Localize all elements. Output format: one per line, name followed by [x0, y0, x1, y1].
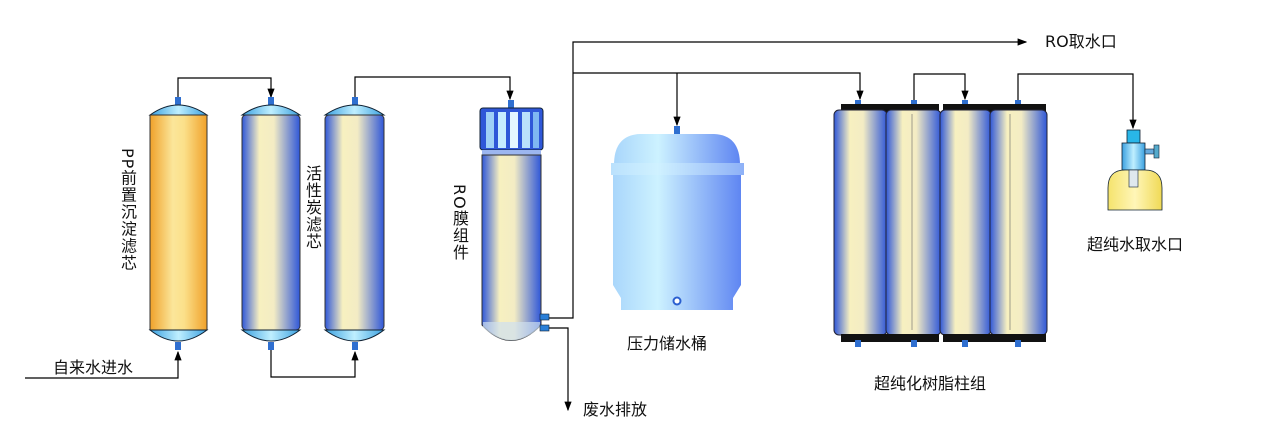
pipe-ro-product	[548, 38, 1028, 319]
resin-columns-label: 超纯化树脂柱组	[874, 374, 987, 393]
ro-outlet-label: RO取水口	[1045, 32, 1117, 51]
resin-column-group	[833, 100, 1048, 347]
waste-drain-label: 废水排放	[583, 400, 648, 419]
pipe-to-resin	[573, 72, 864, 101]
ultrapure-faucet-icon[interactable]	[1107, 129, 1163, 211]
pipe-resin-2-3	[913, 73, 969, 101]
carbon-filter-1	[240, 97, 302, 350]
pressure-tank-label: 压力储水桶	[627, 334, 708, 353]
pipe-waste	[548, 327, 572, 412]
tap-water-inlet-label: 自来水进水	[53, 358, 134, 377]
carbon-filter-2	[323, 97, 386, 350]
pressure-tank	[611, 126, 744, 310]
ro-membrane-label: RO膜组件	[450, 184, 469, 261]
pp-filter	[148, 97, 209, 350]
tank-valve-icon	[672, 296, 682, 306]
pipes	[25, 38, 1137, 412]
ro-membrane-housing	[479, 100, 550, 341]
pipe-pp-to-carbon1	[177, 77, 275, 99]
pp-filter-label: PP前置沉淀滤芯	[118, 148, 137, 272]
pipe-inlet	[25, 350, 182, 379]
pipe-carbon2-to-ro	[354, 76, 514, 101]
carbon-filter-label: 活性炭滤芯	[303, 165, 322, 250]
pipe-carbon1-to-carbon2	[270, 350, 359, 378]
pipe-resin-to-outlet	[1017, 73, 1137, 130]
ultrapure-outlet-label: 超纯水取水口	[1087, 235, 1184, 254]
